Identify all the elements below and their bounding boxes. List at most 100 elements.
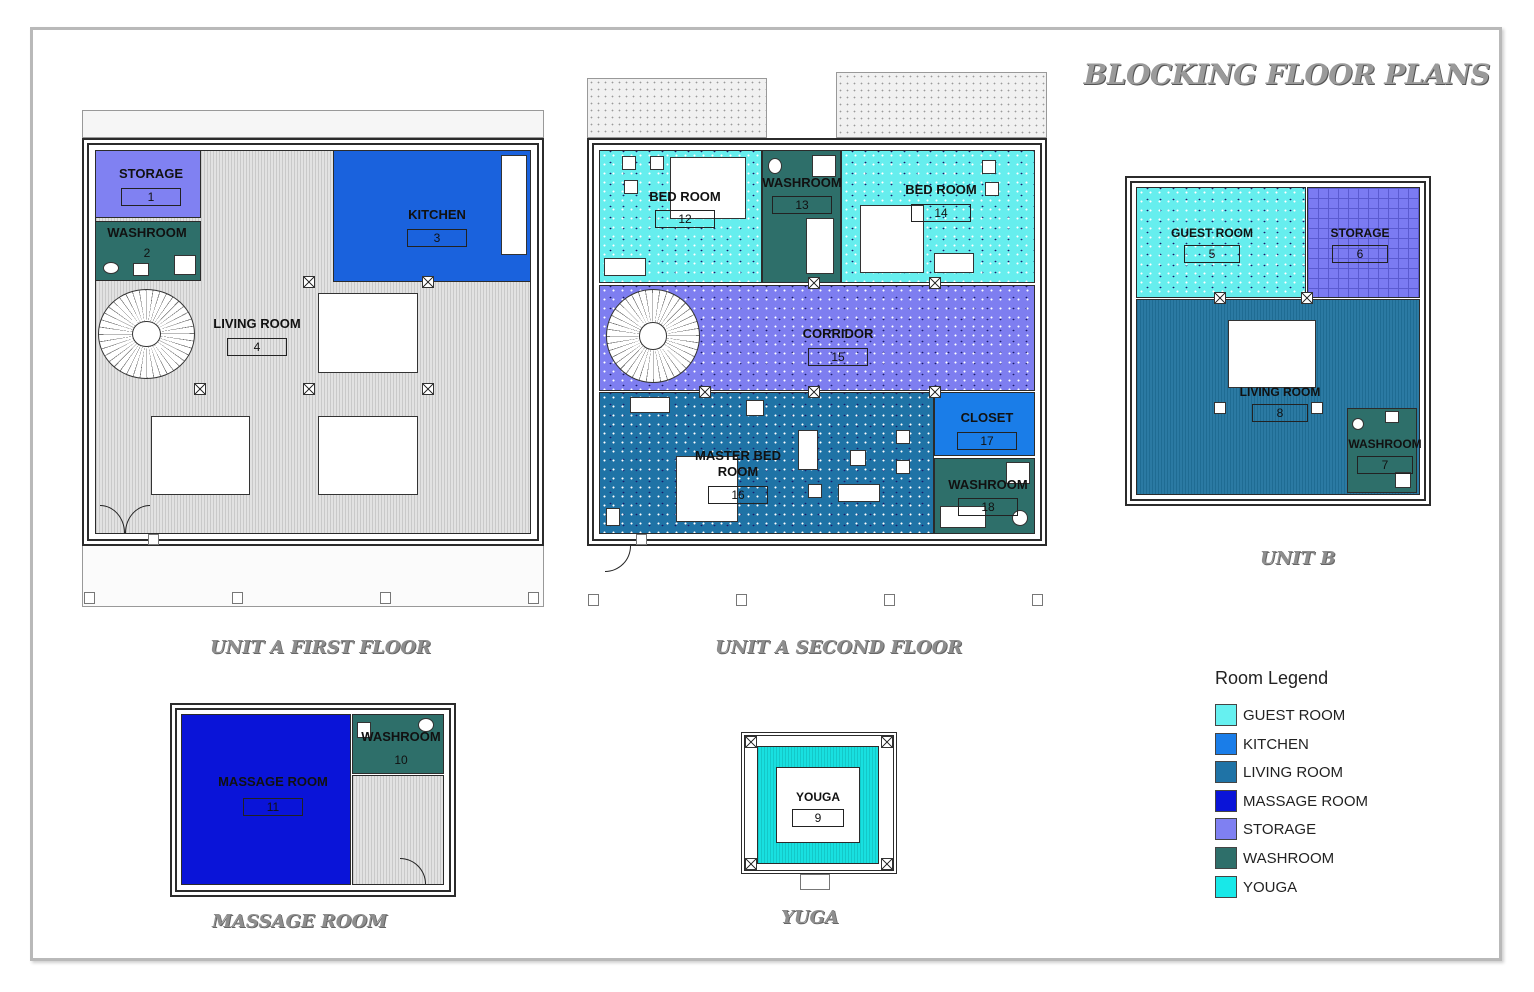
bed-room-12-number: 12 [655,210,715,228]
terrace-bottom [82,545,544,607]
youga-inner [776,767,860,843]
opening-void [318,416,418,495]
bed [860,205,924,273]
legend-label: YOUGA [1243,878,1298,896]
master-bed-room [599,392,934,534]
opening-void [1228,320,1316,388]
sink [133,263,149,276]
opening-void [151,416,250,495]
living-room-number: 8 [1252,404,1308,422]
shower [812,155,836,177]
column [194,383,206,395]
sofa [798,430,818,470]
living-room-label: LIVING ROOM [1239,385,1321,399]
chair [1214,402,1226,414]
legend-label: GUEST ROOM [1243,707,1346,724]
youga-label: YOUGA [795,790,841,804]
column [745,736,757,748]
column [881,858,893,870]
sofa [604,258,646,276]
legend-swatch [1215,789,1237,812]
chair [808,484,822,498]
post [148,534,159,545]
washroom-label: WASHROOM [1348,437,1422,451]
corridor-label: CORRIDOR [802,326,874,341]
shower [1006,462,1030,484]
legend-swatch [1215,818,1237,841]
washroom-label: WASHROOM [361,729,441,744]
legend-label: LIVING ROOM [1243,764,1344,782]
balcony-right [836,72,1047,138]
washroom-13-number: 13 [772,196,832,214]
legend-label: WASHROOM [1243,850,1335,867]
living-room-label: LIVING ROOM [213,316,301,331]
kitchen-counter [501,155,527,255]
chair [985,182,999,196]
master-bed-room-label-1: MASTER BED [695,448,781,463]
massage-room [181,714,351,885]
column [808,277,820,289]
legend-label: KITCHEN [1243,735,1309,753]
kitchen-room [333,150,531,282]
living-room-number: 4 [227,338,287,356]
washroom-number: 10 [394,753,408,767]
washroom-label: WASHROOM [107,225,187,240]
closet-label: CLOSET [960,410,1014,425]
toilet [1352,418,1364,430]
toilet [103,262,119,274]
bed [676,456,738,522]
post [588,594,599,606]
kitchen-label: KITCHEN [408,207,466,222]
storage-room [1307,187,1420,298]
massage-room-number: 11 [243,798,303,816]
kitchen-number: 3 [407,229,467,247]
spiral-stair [98,289,195,379]
column [699,386,711,398]
storage-label: STORAGE [1330,226,1390,240]
column [1301,292,1313,304]
sink [1385,411,1399,423]
column [929,277,941,289]
column [303,276,315,288]
washroom-number: 2 [143,246,151,260]
closet-number: 17 [957,432,1017,450]
guest-room [1136,187,1306,298]
chair [624,180,638,194]
column [422,383,434,395]
chair [1311,402,1323,414]
spiral-stair [606,289,700,383]
balcony-left [587,78,767,138]
master-bed-room-number: 16 [708,486,768,504]
toilet [1012,510,1028,526]
closet [934,392,1035,456]
legend-label: STORAGE [1243,821,1317,839]
column [422,276,434,288]
bed [670,157,746,219]
post [528,592,539,604]
terrace-top [82,110,544,138]
shower [1395,472,1411,488]
opening-void [318,293,418,373]
post [736,594,747,606]
chair [982,160,996,174]
utility-area [352,775,444,885]
column [745,858,757,870]
bed-room-12-label: BED ROOM [649,189,721,204]
legend-label: MASSAGE ROOM [1243,792,1369,810]
storage-room [95,150,201,218]
caption-unit-b: UNIT B [1260,548,1336,569]
corridor-number: 15 [808,348,868,366]
caption-yuga: YUGA [781,907,839,928]
washroom-18-number: 18 [958,498,1018,516]
chair [630,397,670,413]
washroom-18-label: WASHROOM [948,477,1028,492]
storage-label: STORAGE [118,166,184,181]
legend-swatch [1215,704,1237,726]
chair [746,400,764,416]
post [884,594,895,606]
storage-number: 6 [1332,245,1388,263]
bed-room-14-number: 14 [911,204,971,222]
column [881,736,893,748]
bathtub [806,218,834,274]
column [808,386,820,398]
